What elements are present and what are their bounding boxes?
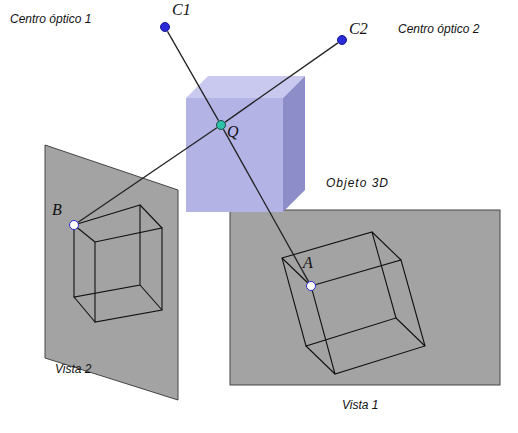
point-marker: A	[306, 281, 316, 291]
projection-ray	[225, 43, 338, 122]
projected-cube	[282, 232, 425, 374]
point-marker: Q	[216, 120, 226, 130]
point-marker: C2	[337, 35, 347, 45]
image-plane	[45, 145, 178, 400]
point-label: Q	[227, 123, 239, 141]
point-label: B	[52, 201, 62, 219]
caption-label: Vista 1	[342, 398, 378, 412]
point-label: C2	[349, 20, 368, 38]
caption-label: Centro óptico 1	[10, 12, 91, 26]
caption-label: Objeto 3D	[326, 176, 389, 190]
projection-ray	[223, 129, 308, 281]
projected-cube	[74, 205, 162, 322]
point-marker: B	[69, 220, 79, 230]
caption-label: Vista 2	[55, 362, 91, 376]
projection-ray	[167, 31, 218, 120]
image-plane	[230, 210, 500, 385]
cube-3d	[186, 76, 305, 212]
caption-label: Centro óptico 2	[398, 22, 479, 36]
point-label: C1	[172, 1, 191, 19]
point-label: A	[303, 254, 313, 272]
projection-ray	[78, 128, 217, 222]
point-marker: C1	[160, 22, 170, 32]
